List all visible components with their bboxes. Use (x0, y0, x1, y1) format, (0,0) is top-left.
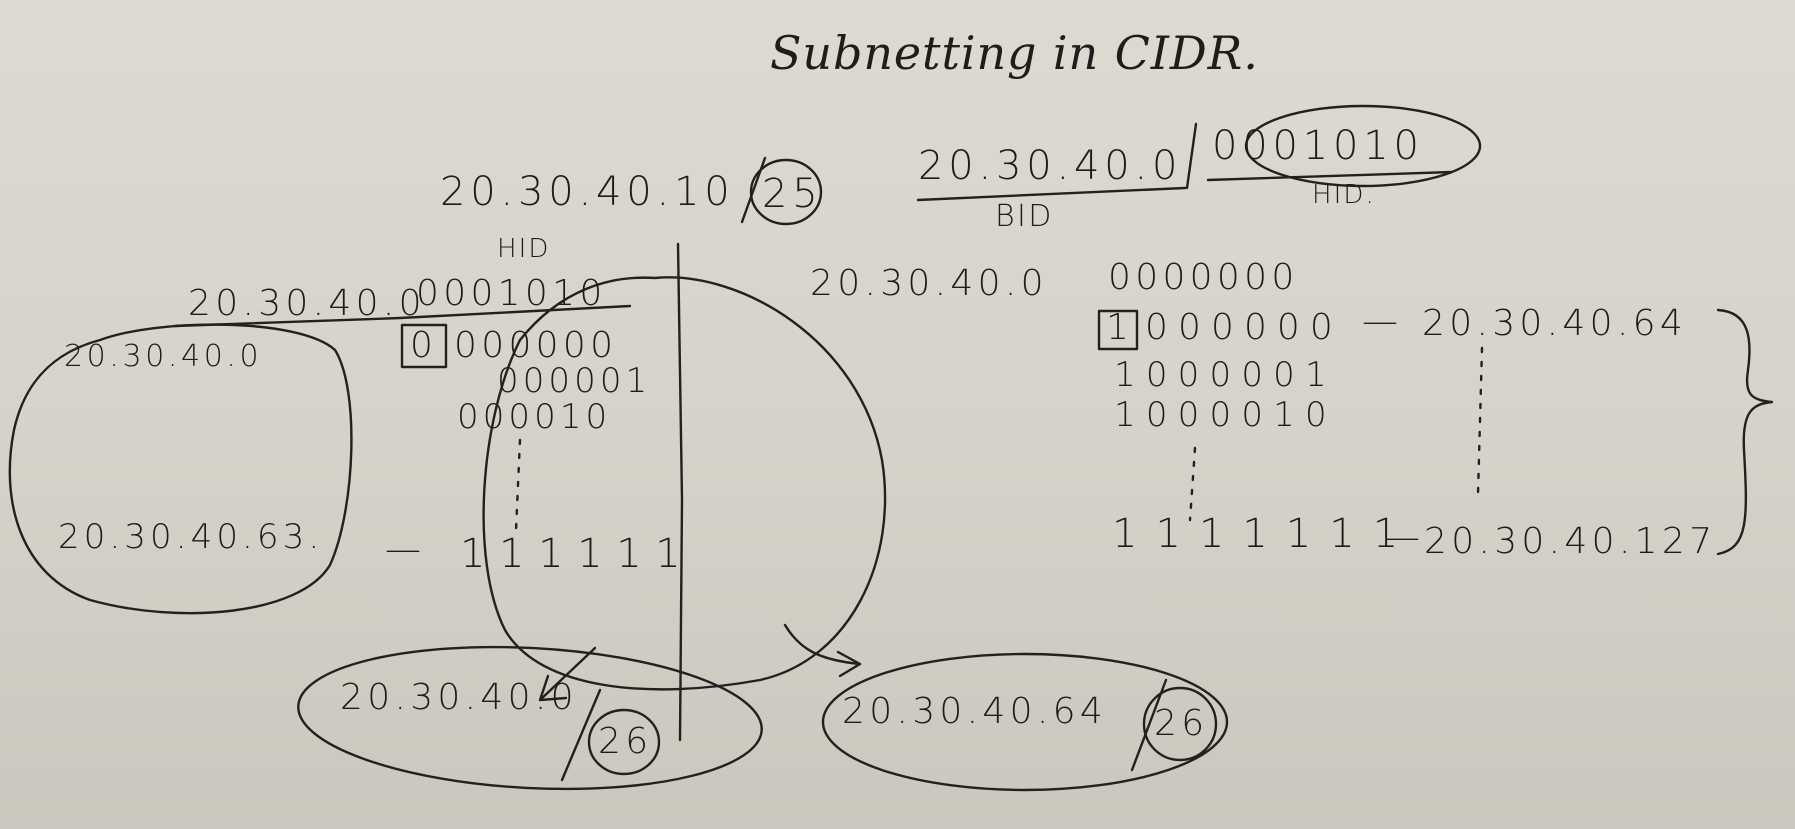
right-dash-bottom: — (1384, 517, 1425, 558)
subnet-2-prefix-circle (1142, 686, 1218, 762)
hid-underline (1206, 170, 1454, 182)
subnet-2-circle (821, 652, 1229, 792)
bid-label: BID (995, 199, 1054, 234)
right-first-address: 20.30.40.64 (1422, 303, 1688, 344)
left-hid-label: HID (497, 234, 551, 264)
left-dots (514, 438, 522, 532)
right-row-2: 1000001 (1114, 355, 1337, 395)
left-row-2: 000001 (497, 361, 652, 401)
right-dash-top: — (1362, 301, 1403, 342)
left-arrow (538, 646, 597, 702)
right-prefix: 20.30.40.0 (810, 263, 1048, 304)
bid-divider (1185, 122, 1198, 190)
subnet-2-network: 20.30.40.64 (842, 691, 1108, 732)
subnet-1-circle (297, 645, 763, 791)
network-prefix: 25 (762, 171, 823, 217)
right-zero-bits: 0000000 (1108, 257, 1299, 298)
right-row-3: 1000010 (1114, 395, 1337, 435)
network-slash (740, 156, 767, 224)
subnet-2-slash (1130, 678, 1168, 772)
hid-circle (1244, 104, 1482, 188)
left-first-address: 20.30.40.0 (64, 339, 263, 374)
split-circle (482, 276, 887, 691)
network-ip: 20.30.40.10 (440, 169, 735, 215)
left-row-3: 000010 (457, 397, 612, 437)
left-host-bits: 0001010 (416, 273, 607, 314)
left-row-1: 000000 (454, 325, 618, 366)
left-boxed-bit-box (400, 323, 448, 369)
hid-bits: 0001010 (1212, 123, 1424, 169)
right-row-1: 000000 (1145, 307, 1343, 348)
page-title: Subnetting in CIDR. (770, 26, 1259, 80)
right-mid-dots (1188, 446, 1197, 522)
subnet-1-prefix: 26 (598, 721, 653, 762)
left-last-address: 20.30.40.63. (58, 517, 324, 557)
prefix-25-circle (749, 158, 823, 226)
vertical-divider (676, 242, 684, 742)
left-dash: — (385, 529, 426, 570)
subnet-1-network: 20.30.40.0 (340, 677, 578, 718)
subnet-2-prefix: 26 (1154, 703, 1209, 744)
left-prefix-underline (173, 304, 632, 328)
right-last-address: 20.30.40.127 (1424, 521, 1717, 562)
range-brace (1716, 308, 1774, 556)
left-boxed-bit: 0 (410, 325, 438, 366)
right-boxed-bit: 1 (1106, 307, 1134, 348)
right-last-row: 1111111 (1112, 511, 1417, 557)
bid-value: 20.30.40.0 (918, 143, 1183, 189)
left-last-row: 111111 (460, 531, 695, 577)
left-range-circle (8, 323, 353, 615)
right-far-dots (1476, 346, 1484, 496)
subnet-1-slash (560, 688, 602, 782)
subnet-1-prefix-circle (587, 708, 661, 776)
bid-underline (916, 186, 1187, 202)
left-prefix: 20.30.40.0 (188, 283, 426, 324)
hid-label: HID. (1312, 180, 1376, 210)
right-boxed-bit-box (1097, 309, 1139, 351)
right-arrow (783, 623, 862, 678)
